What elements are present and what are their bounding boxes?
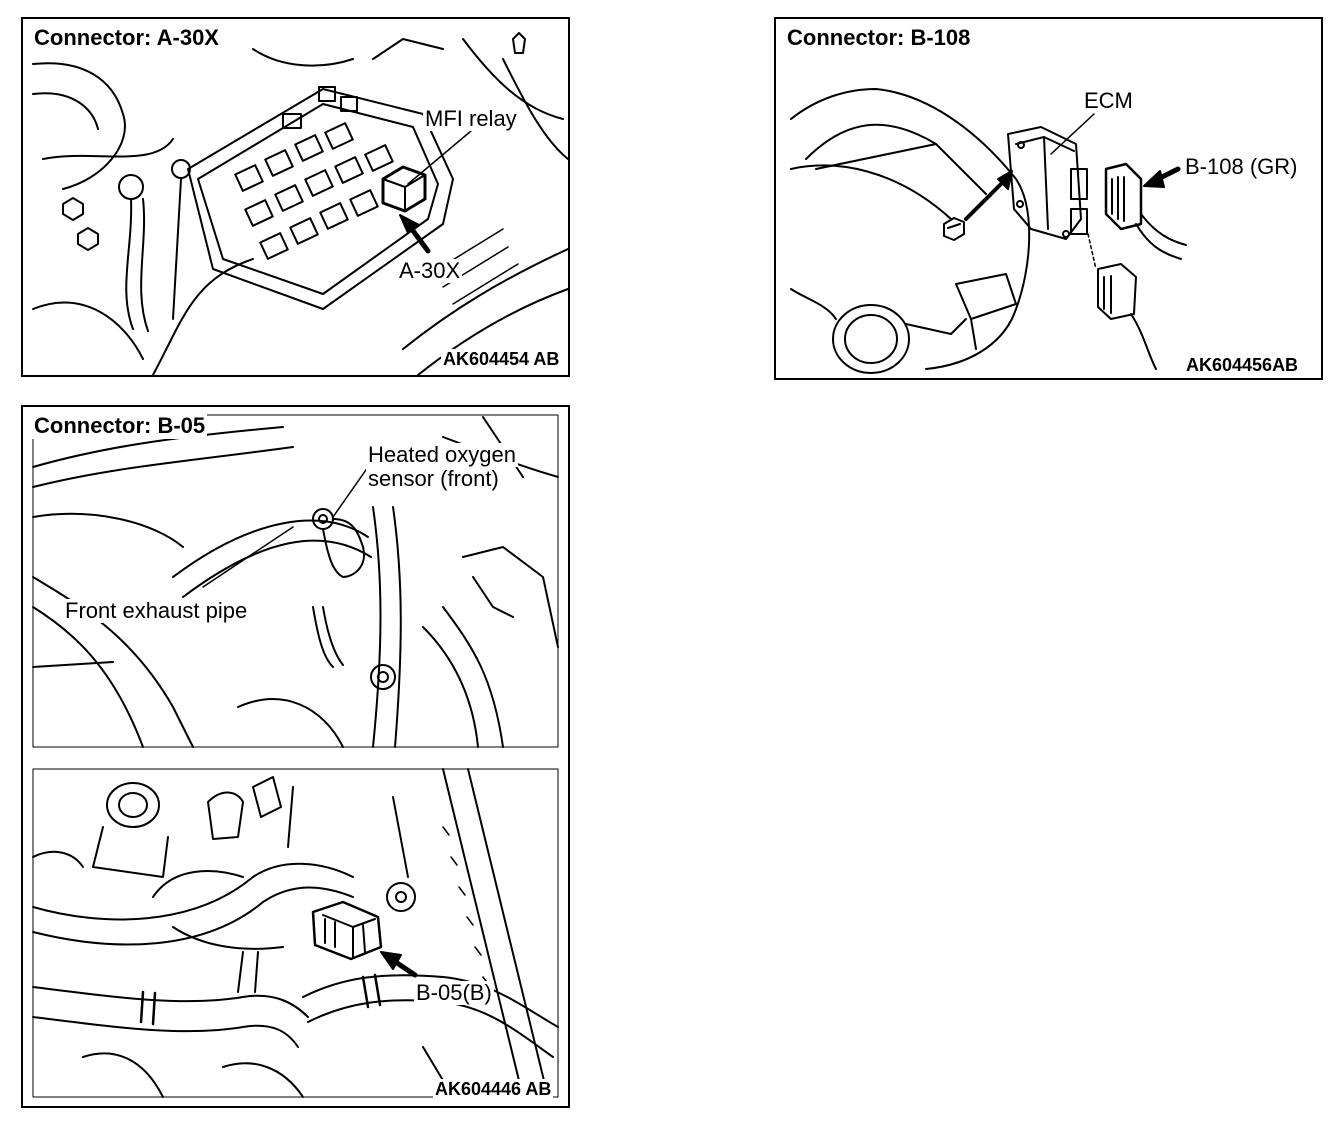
b05-sensor-label-line1: Heated oxygen <box>366 442 518 467</box>
b05-pipe-label: Front exhaust pipe <box>63 598 250 623</box>
b05-sensor-label-line2: sensor (front) <box>366 466 501 491</box>
b108-figure-code: AK604456AB <box>1184 355 1301 375</box>
b108-connector-label: B-108 (GR) <box>1183 154 1300 179</box>
b108-title: Connector: B-108 <box>785 25 973 51</box>
b05-figure-code: AK604446 AB <box>433 1079 554 1099</box>
a30x-figure-code: AK604454 AB <box>441 349 562 369</box>
panel-connector-b05: Connector: B-05 Heated oxygen sensor (fr… <box>21 405 570 1108</box>
a30x-relay-label: MFI relay <box>423 106 519 131</box>
b108-drawing <box>790 88 1187 374</box>
a30x-title: Connector: A-30X <box>32 25 221 51</box>
a30x-drawing <box>32 32 568 375</box>
a30x-connector-label: A-30X <box>397 258 463 283</box>
b05-title: Connector: B-05 <box>32 413 208 439</box>
b05-drawing <box>32 414 559 1098</box>
b108-ecm-label: ECM <box>1082 88 1135 113</box>
b05-connector-label: B-05(B) <box>414 980 494 1005</box>
panel-connector-b108: Connector: B-108 ECM B-108 (GR) AK604456… <box>774 17 1323 380</box>
panel-connector-a30x: Connector: A-30X MFI relay A-30X AK60445… <box>21 17 570 377</box>
